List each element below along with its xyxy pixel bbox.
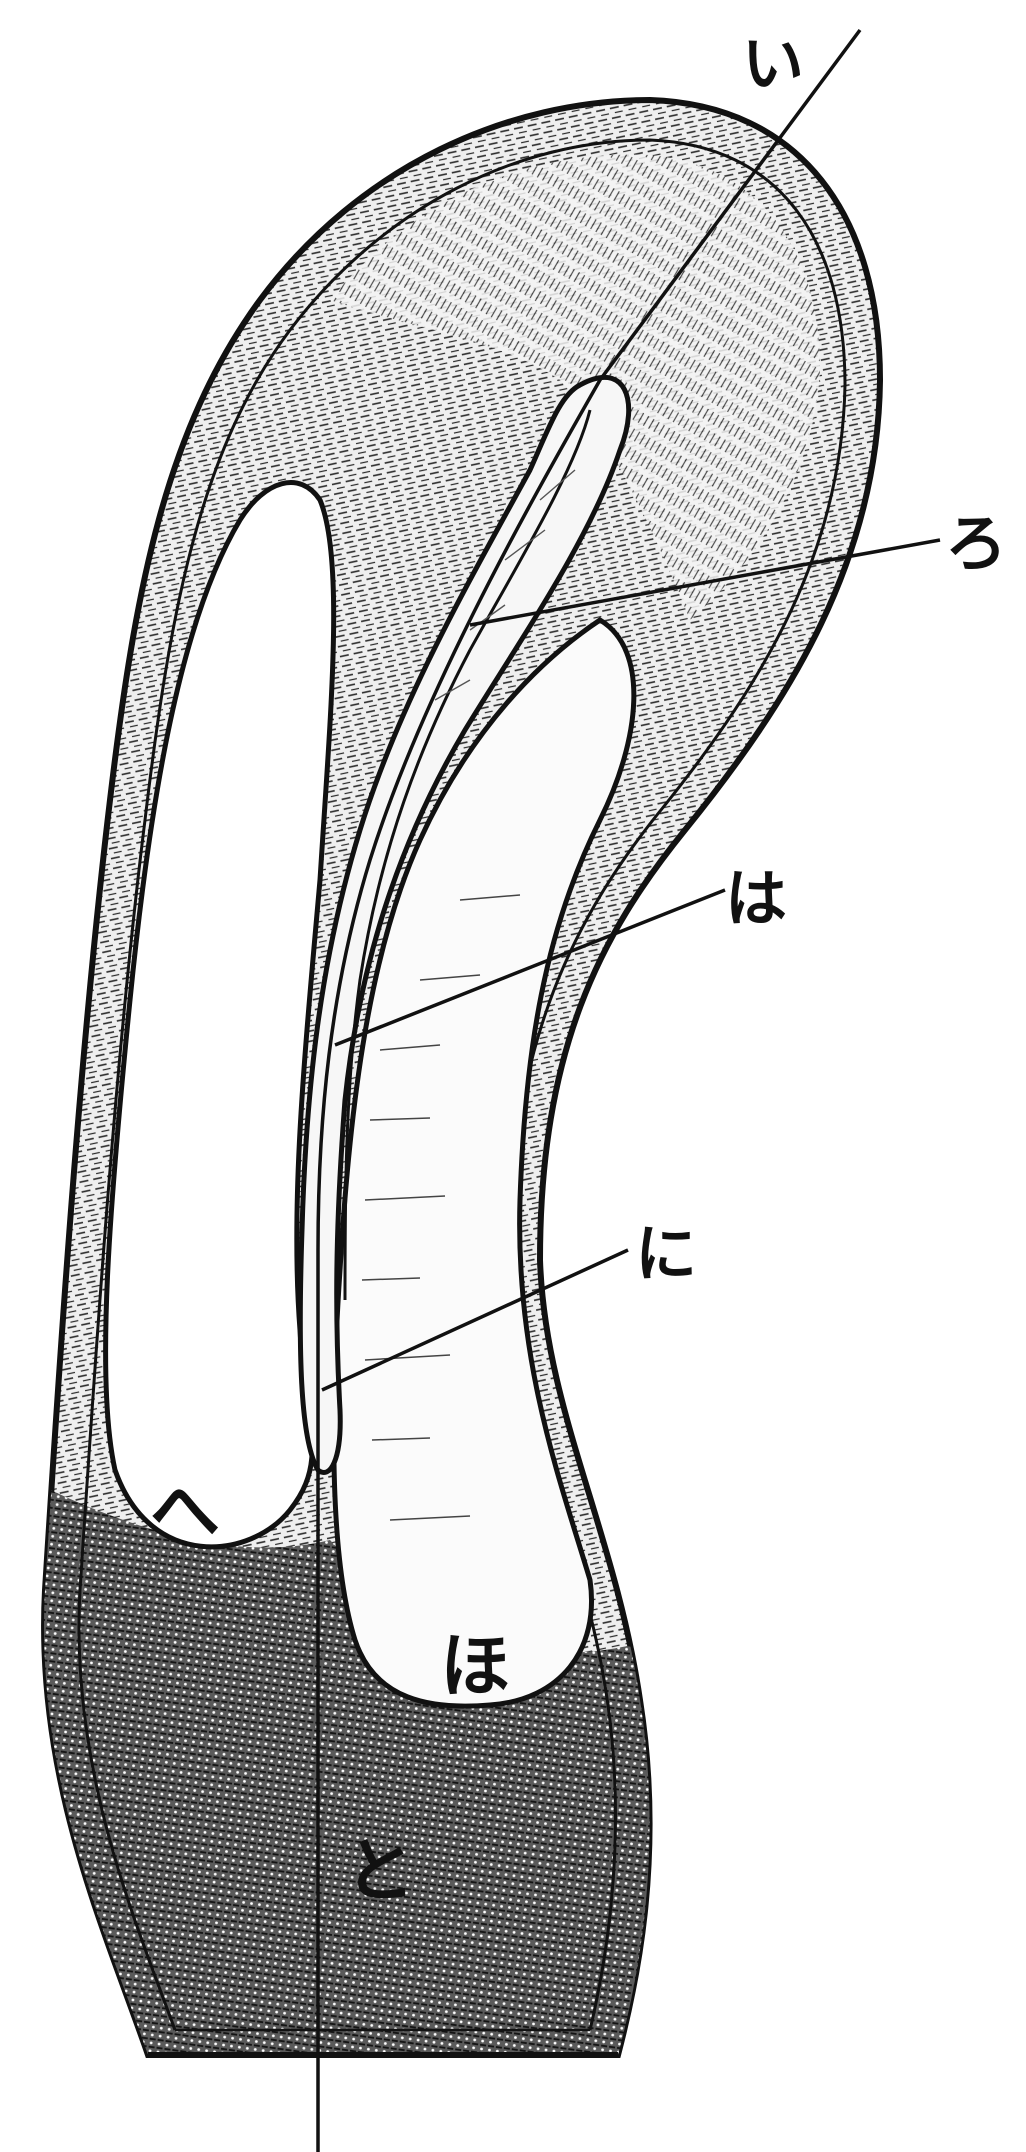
label-i: い (742, 27, 804, 100)
label-ro: ろ (945, 507, 1007, 580)
label-ni: に (635, 1217, 697, 1290)
label-ho: ほ (440, 1624, 510, 1707)
label-ha: は (725, 862, 787, 935)
label-to: と (345, 1829, 415, 1912)
label-he: へ (150, 1469, 220, 1552)
